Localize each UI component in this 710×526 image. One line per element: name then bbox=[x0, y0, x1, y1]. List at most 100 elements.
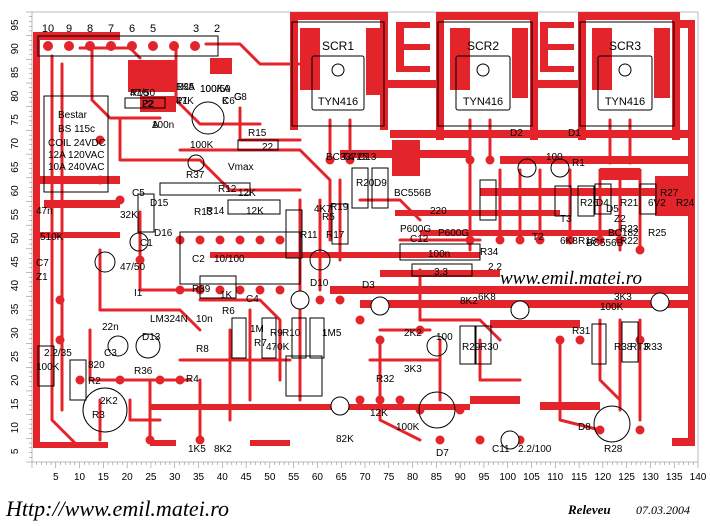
component-label: R7 bbox=[254, 338, 267, 349]
component-label: 6K8 bbox=[560, 236, 578, 247]
scr-part-label: TYN416 bbox=[463, 96, 503, 108]
component-label: R38 bbox=[614, 342, 633, 353]
component-label: 47K bbox=[176, 96, 194, 107]
component-label: R8 bbox=[196, 344, 209, 355]
component-label: LM324N bbox=[150, 314, 188, 325]
component-label: R11 bbox=[300, 230, 318, 241]
y-tick-label: 85 bbox=[10, 66, 21, 78]
y-tick-label: 45 bbox=[10, 256, 21, 268]
component-label: D7 bbox=[436, 448, 449, 459]
x-tick-label: 100 bbox=[499, 472, 516, 483]
component-label: 47/50 bbox=[130, 88, 155, 99]
component-label: 47n bbox=[36, 206, 53, 217]
component-label: 510K bbox=[40, 232, 64, 243]
component-label: R29 bbox=[462, 342, 481, 353]
component-label: R2 bbox=[88, 376, 101, 387]
component-label: D1 bbox=[568, 128, 581, 139]
component-label: R22 bbox=[620, 236, 639, 247]
component-label: 100n bbox=[428, 249, 450, 260]
component-label: A bbox=[152, 120, 159, 131]
header-pin-label: 10 bbox=[42, 23, 54, 35]
component-label: C2 bbox=[192, 254, 205, 265]
y-tick-label: 35 bbox=[10, 303, 21, 315]
component-label: BC556B bbox=[394, 188, 432, 199]
component-label: 6V2 bbox=[648, 198, 666, 209]
x-tick-label: 20 bbox=[122, 472, 134, 483]
component-label: 100K bbox=[36, 362, 60, 373]
y-tick-label: 65 bbox=[10, 161, 21, 173]
component-label: 1M bbox=[250, 324, 264, 335]
component-label: 4K7 bbox=[314, 204, 332, 215]
x-tick-label: 140 bbox=[690, 472, 707, 483]
component-label: 8K2 bbox=[460, 296, 478, 307]
component-label: R30 bbox=[480, 342, 499, 353]
component-label: R5 bbox=[322, 212, 335, 223]
y-tick-label: 5 bbox=[10, 448, 21, 454]
y-tick-label: 75 bbox=[10, 114, 21, 126]
component-label: C11 bbox=[492, 444, 510, 455]
component-label: P600G bbox=[400, 224, 431, 235]
scr-label: SCR1 bbox=[322, 39, 354, 53]
component-label: 3K3 bbox=[404, 364, 422, 375]
component-label: BC556B bbox=[586, 238, 624, 249]
component-label: D9 bbox=[374, 178, 387, 189]
y-tick-label: 90 bbox=[10, 43, 21, 55]
component-label: R32 bbox=[376, 374, 395, 385]
component-label: D8 bbox=[578, 422, 591, 433]
component-label: 8K2 bbox=[214, 444, 232, 455]
y-tick-label: 95 bbox=[10, 19, 21, 31]
component-label: 100K bbox=[600, 302, 624, 313]
component-label: C7 bbox=[36, 258, 49, 269]
component-label: R16 bbox=[130, 88, 149, 99]
component-label: BC33725 bbox=[326, 152, 368, 163]
component-label: R31 bbox=[572, 326, 591, 337]
component-label: BC182 bbox=[608, 228, 639, 239]
component-label: 100KA bbox=[200, 84, 230, 95]
y-tick-label: 70 bbox=[10, 137, 21, 149]
x-tick-label: 125 bbox=[618, 472, 635, 483]
component-label: R1 bbox=[572, 158, 585, 169]
x-tick-label: 45 bbox=[241, 472, 253, 483]
x-tick-label: 30 bbox=[169, 472, 181, 483]
component-label: 100 bbox=[546, 152, 563, 163]
component-label: R15 bbox=[248, 128, 267, 139]
y-tick-label: 50 bbox=[10, 232, 21, 244]
footer-url[interactable]: Http://www.emil.matei.ro bbox=[6, 496, 230, 521]
x-tick-label: 105 bbox=[523, 472, 540, 483]
x-tick-label: 25 bbox=[145, 472, 157, 483]
x-tick-label: 120 bbox=[595, 472, 612, 483]
board-url-text: www.emil.matei.ro bbox=[500, 268, 642, 289]
header-pin-label: 9 bbox=[66, 23, 72, 35]
x-tick-label: 135 bbox=[666, 472, 683, 483]
y-tick-label: 40 bbox=[10, 280, 21, 292]
component-label: R39 bbox=[192, 284, 211, 295]
component-label: 3K3 bbox=[614, 292, 632, 303]
component-label: C5 bbox=[132, 188, 145, 199]
component-label: 1KA bbox=[176, 82, 195, 93]
component-label: BS 115c bbox=[58, 124, 95, 135]
x-tick-label: 50 bbox=[264, 472, 276, 483]
y-tick-label: 20 bbox=[10, 374, 21, 386]
x-tick-label: 35 bbox=[193, 472, 205, 483]
component-label: C13 bbox=[358, 152, 377, 163]
component-label: 22 bbox=[262, 142, 274, 153]
header-pin-label: 6 bbox=[129, 23, 135, 35]
component-label: R4 bbox=[186, 374, 199, 385]
component-label: 2.2 bbox=[488, 262, 502, 273]
scr-part-label: TYN416 bbox=[605, 96, 645, 108]
component-label: R28 bbox=[604, 444, 623, 455]
x-tick-label: 70 bbox=[359, 472, 371, 483]
component-label: 470K bbox=[266, 342, 290, 353]
scr-label: SCR3 bbox=[609, 39, 641, 53]
component-label: Bestar bbox=[58, 110, 88, 121]
scr-label: SCR2 bbox=[467, 39, 499, 53]
component-label: 100n bbox=[152, 120, 174, 131]
component-label: C3 bbox=[104, 348, 117, 359]
y-tick-label: 30 bbox=[10, 327, 21, 339]
component-label: R35 bbox=[176, 82, 195, 93]
component-label: 10A 240VAC bbox=[48, 162, 105, 173]
component-label: 32K bbox=[120, 210, 138, 221]
